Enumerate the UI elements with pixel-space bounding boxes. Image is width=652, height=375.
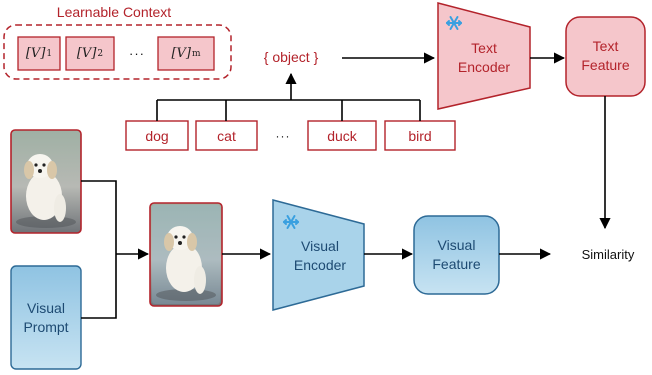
context-token-2-box [65, 36, 115, 71]
learnable-context-container [3, 24, 232, 80]
visual-encoder-label: Visual Encoder [293, 238, 347, 273]
prompted-dog-image [149, 202, 223, 307]
context-token-m-box [157, 36, 215, 71]
class-bracket [156, 99, 421, 121]
token-sub: m [192, 48, 201, 59]
token-base: [V] [76, 46, 97, 61]
similarity-label: Similarity [581, 246, 635, 262]
text-feature-label: Text Feature [581, 38, 630, 73]
class-label-duck: duck [327, 127, 357, 144]
input-dog-image [10, 129, 82, 234]
token-sub: 1 [46, 48, 53, 59]
snowflake-icon [446, 16, 462, 30]
class-label-dog: dog [145, 127, 169, 144]
class-label-cat: cat [217, 127, 236, 144]
visual-feature-label: Visual Feature [432, 237, 481, 272]
snowflake-icon [283, 215, 299, 229]
merge-connector [81, 180, 117, 319]
token-base: [V] [171, 46, 191, 61]
text-encoder-label: Text Encoder [457, 40, 511, 75]
context-token-1-box [17, 36, 61, 71]
visual-prompt-label: Visual Prompt [23, 300, 69, 335]
visual-encoder-shape [272, 199, 365, 311]
context-token-m: [V]m [158, 37, 214, 70]
learnable-context-title: Learnable Context [56, 4, 172, 20]
token-sub: 2 [97, 48, 104, 59]
context-ellipsis: ··· [129, 45, 145, 61]
text-encoder-shape [437, 2, 531, 110]
class-ellipsis: ··· [275, 129, 291, 143]
context-token-1: [V]1 [18, 37, 60, 70]
visual-feature-box [413, 215, 500, 295]
class-label-bird: bird [408, 127, 432, 144]
class-box-bird [384, 120, 456, 151]
token-base: [V] [25, 46, 46, 61]
context-token-2: [V]2 [66, 37, 114, 70]
object-placeholder: { object } [263, 49, 319, 65]
